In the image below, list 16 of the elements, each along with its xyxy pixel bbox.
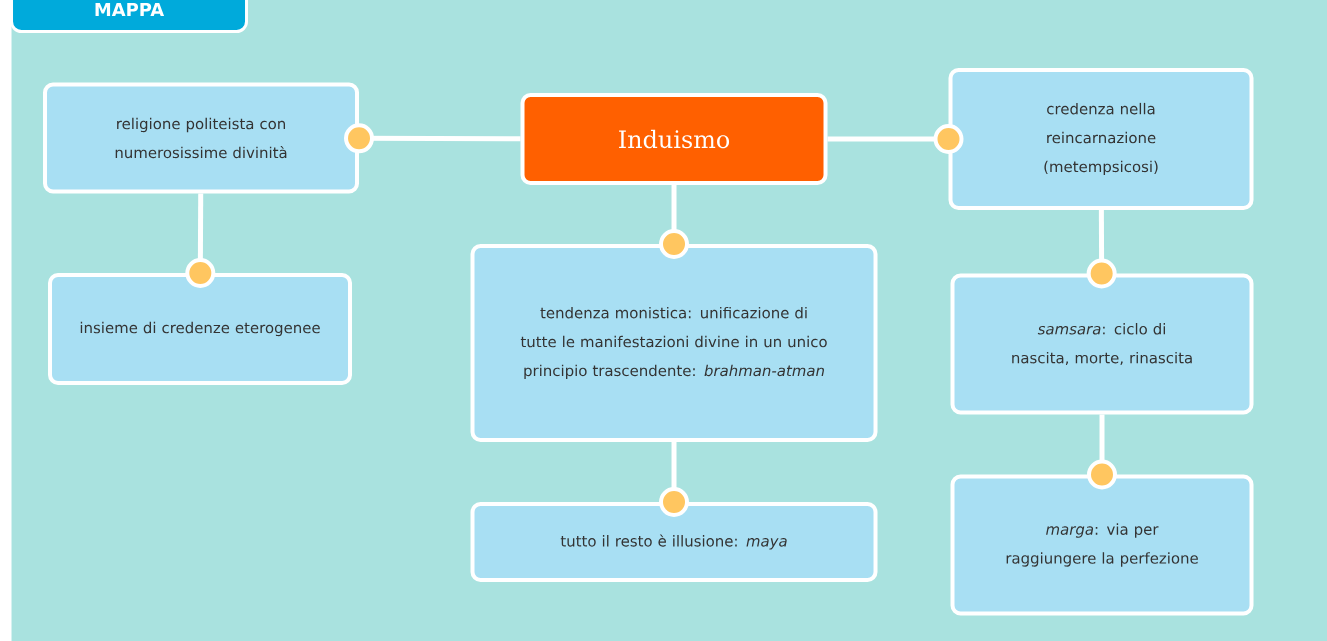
concept-box: insieme di credenze eterogenee (48, 273, 352, 385)
connector (185, 193, 216, 288)
connector (659, 185, 689, 259)
connector (827, 124, 964, 154)
connector (1087, 414, 1117, 490)
concept-box: religione politeista con numerosissime divinità (43, 82, 359, 194)
connector (659, 442, 689, 517)
concept-box: marga: via per raggiungere la perfezione (950, 474, 1254, 616)
heading-tab: MAPPA (10, 0, 248, 33)
connector (344, 123, 521, 154)
connector (1086, 210, 1117, 289)
concept-box: tendenza monistica: unificazione di tutte le manifestazioni divine in un unico principio trascendente: brahman-atman (470, 244, 878, 442)
concept-box: samsara: ciclo di nascita, morte, rinascita (950, 273, 1254, 415)
concept-box: credenza nella reincarnazione (metempsicosi) (948, 68, 1254, 210)
title-box: Induismo (520, 93, 828, 185)
concept-box: tutto il resto è illusione: maya (470, 502, 878, 582)
